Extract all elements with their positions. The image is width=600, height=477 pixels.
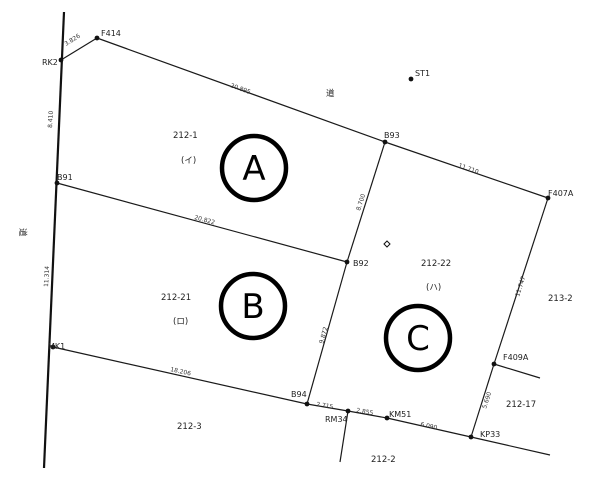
- point-f409a: [491, 361, 497, 367]
- label-b94: B94: [291, 390, 307, 399]
- line-b91-b92: [56, 182, 348, 263]
- section-c-circle: [383, 303, 453, 373]
- lot-212-1: 212-1: [173, 131, 198, 141]
- lot-212-21: 212-21: [161, 293, 191, 303]
- point-f414: [94, 35, 100, 41]
- road-label-west: 道: [17, 228, 28, 237]
- line-mk1-b94: [52, 346, 308, 405]
- point-rm34: [345, 408, 351, 414]
- dim-f407a-f409a: 11.747: [514, 275, 527, 297]
- lot-212-1-kana: (イ): [181, 156, 196, 166]
- section-b-circle: [218, 271, 288, 341]
- lot-212-22: 212-22: [421, 259, 451, 269]
- dim-rk2-b91: 8.410: [47, 110, 55, 128]
- point-b94: [304, 401, 310, 407]
- label-b91: B91: [57, 173, 73, 182]
- line-rk2-f414: [60, 37, 98, 61]
- point-b93: [382, 139, 388, 145]
- dim-rm34-km51: 2.855: [356, 407, 374, 417]
- label-mk1: MK1: [48, 342, 65, 351]
- point-mk1: [50, 344, 56, 350]
- dim-f414-b93: 20.895: [229, 82, 251, 96]
- line-km51-kp33: [386, 417, 472, 438]
- road-label-north: 道: [326, 88, 335, 99]
- line-b92-b94: [306, 261, 348, 405]
- label-kp33: KP33: [480, 430, 500, 439]
- section-b-letter: B: [241, 287, 264, 327]
- lot-labels: 212-1 (イ) 212-21 (ロ) 212-22 (ハ) 213-2 21…: [161, 131, 573, 465]
- point-b91: [54, 180, 60, 186]
- line-f407a-f409a: [493, 197, 549, 365]
- label-b93: B93: [384, 131, 400, 140]
- lot-212-3: 212-3: [177, 422, 202, 432]
- line-rm34-km51: [347, 410, 388, 419]
- road-edge-west: [42, 11, 66, 469]
- line-b93-f407a: [384, 141, 549, 199]
- dim-b92-b94: 9.872: [318, 326, 330, 345]
- point-f407a: [545, 195, 551, 201]
- label-st1: ST1: [415, 69, 430, 78]
- section-a-letter: A: [242, 149, 265, 189]
- boundary-lines: [42, 11, 551, 469]
- lot-213-2: 213-2: [548, 294, 573, 304]
- point-rk2: [58, 57, 64, 63]
- line-rm34-south: [339, 410, 349, 463]
- label-f409a: F409A: [503, 353, 529, 362]
- lot-212-21-kana: (ロ): [173, 317, 188, 327]
- benchmark-diamond-icon: [383, 240, 391, 248]
- dim-b93-f407a: 11.710: [457, 162, 479, 176]
- dim-b91-b92: 20.822: [193, 214, 215, 226]
- section-c-letter: C: [406, 319, 430, 359]
- dim-mk1-b94: 18.206: [170, 366, 192, 377]
- section-a-circle: [219, 133, 289, 203]
- line-b93-b92: [346, 141, 386, 263]
- point-st1: [408, 76, 414, 82]
- label-f407a: F407A: [548, 189, 574, 198]
- dim-rk2-f414: 3.826: [63, 33, 81, 48]
- point-km51: [384, 415, 390, 421]
- line-f414-b93: [96, 37, 386, 143]
- survey-points: [50, 35, 551, 440]
- label-rm34: RM34: [325, 415, 348, 424]
- section-markers: A B C: [218, 133, 453, 373]
- point-kp33: [468, 434, 474, 440]
- line-f409a-kp33: [470, 363, 495, 438]
- label-rk2: RK2: [42, 58, 58, 67]
- dimension-labels: 3.826 20.895 11.710 8.410 20.822 8.700 1…: [43, 33, 527, 432]
- lot-212-2: 212-2: [371, 455, 396, 465]
- label-b92: B92: [353, 259, 369, 268]
- point-b92: [344, 259, 350, 265]
- dim-km51-kp33: 6.090: [420, 421, 438, 432]
- line-b94-rm34: [306, 403, 349, 412]
- dim-b91-mk1: 11.314: [43, 266, 51, 288]
- lot-212-22-kana: (ハ): [426, 283, 441, 293]
- line-f409a-east: [493, 363, 541, 379]
- dim-b94-rm34: 2.715: [316, 401, 334, 411]
- label-km51: KM51: [389, 410, 411, 419]
- label-f414: F414: [101, 29, 121, 38]
- dim-f409a-kp33: 5.690: [481, 391, 493, 410]
- lot-212-17: 212-17: [506, 400, 536, 410]
- line-kp33-east: [470, 436, 551, 456]
- point-labels: RK2 F414 B93 F407A B91 B92 MK1 B94 RM34 …: [42, 29, 574, 439]
